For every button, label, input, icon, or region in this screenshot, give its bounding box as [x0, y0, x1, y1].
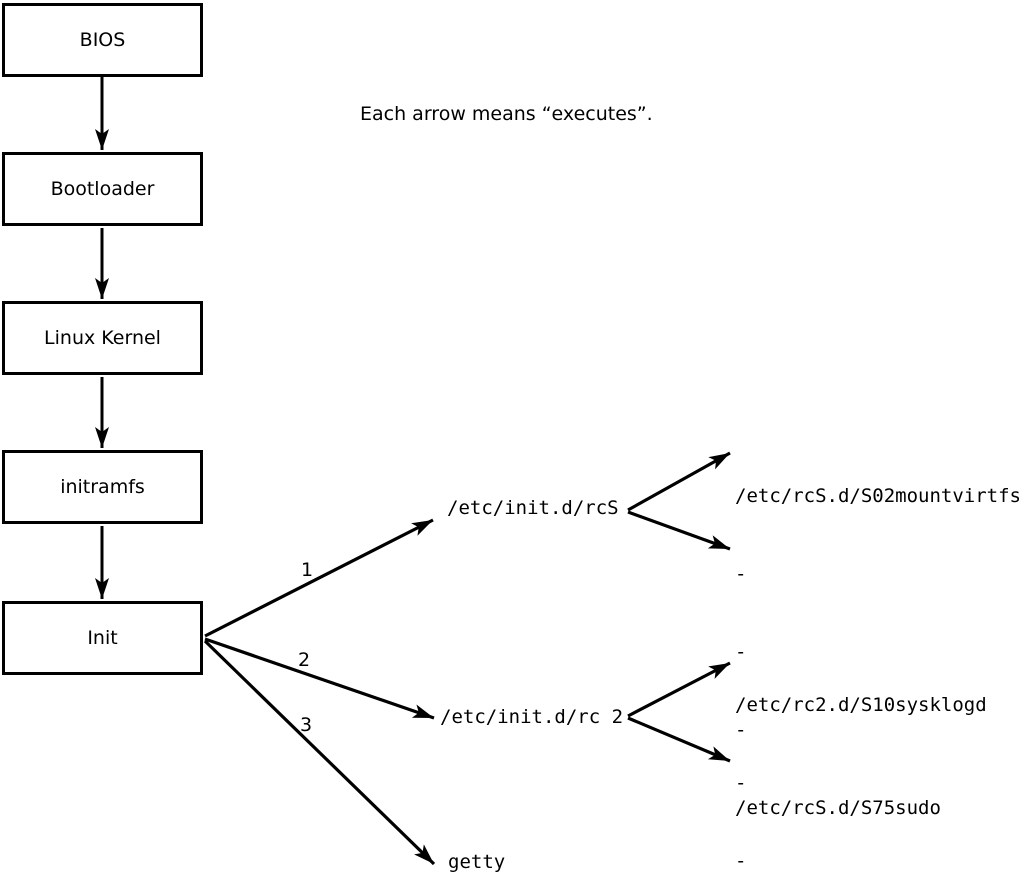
node-linux-kernel: Linux Kernel [2, 301, 203, 375]
node-initramfs-label: initramfs [60, 476, 145, 498]
rc2-script-list: /etc/rc2.d/S10sysklogd - - - /etc/rc2.d/… [735, 640, 987, 875]
ellipsis-dash: - [735, 641, 747, 663]
rcS-script-last: /etc/rcS.d/S75sudo [735, 797, 941, 819]
ellipsis-dash: - [735, 772, 747, 794]
ellipsis-dash: - [735, 719, 747, 741]
branch-number-1: 1 [301, 559, 314, 581]
ellipsis-dash: - [735, 850, 747, 872]
node-initramfs: initramfs [2, 450, 203, 524]
diagram-caption: Each arrow means “executes”. [360, 103, 653, 125]
node-bios-label: BIOS [79, 29, 126, 51]
node-init-label: Init [87, 627, 118, 649]
branch-number-2: 2 [298, 649, 311, 671]
arrow-rcS-to-first-script [627, 451, 731, 512]
node-bootloader-label: Bootloader [50, 178, 155, 200]
rcS-script-first: /etc/rcS.d/S02mountvirtfs [735, 485, 1021, 507]
node-getty: getty [448, 851, 506, 873]
node-bios: BIOS [2, 3, 203, 77]
node-rcS: /etc/init.d/rcS [447, 497, 619, 519]
arrow-init-to-rc2 [204, 637, 435, 720]
rcS-script-list: /etc/rcS.d/S02mountvirtfs - - - /etc/rcS… [735, 431, 1021, 873]
node-init: Init [2, 601, 203, 675]
node-rc2: /etc/init.d/rc 2 [440, 706, 624, 728]
arrow-init-to-getty [203, 639, 436, 866]
branch-number-3: 3 [300, 714, 313, 736]
arrow-rc2-to-last-script [627, 716, 731, 763]
node-bootloader: Bootloader [2, 152, 203, 226]
arrow-init-to-rcS [204, 518, 434, 638]
arrow-rc2-to-first-script [627, 661, 731, 718]
ellipsis-dash: - [735, 563, 747, 585]
rc2-script-first: /etc/rc2.d/S10sysklogd [735, 694, 987, 716]
node-linux-kernel-label: Linux Kernel [44, 327, 161, 349]
arrow-rcS-to-last-script [627, 510, 731, 551]
